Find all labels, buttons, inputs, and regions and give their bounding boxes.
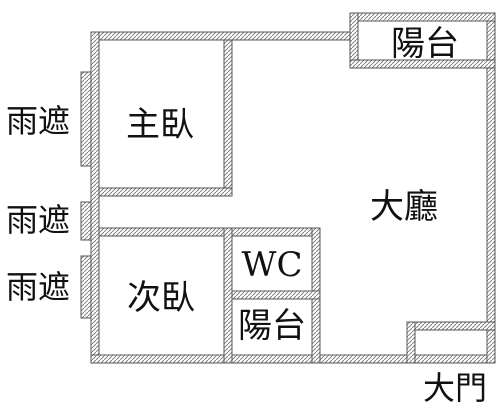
canopy-3-shape — [80, 255, 92, 319]
living-room-label: 大廳 — [370, 187, 438, 227]
canopy-1-shape — [80, 71, 92, 167]
wc-wall-bottom — [231, 290, 321, 300]
outer-wall-bottom — [90, 354, 496, 364]
balcony-small-label: 陽台 — [238, 306, 306, 346]
balcony-top-wall-top — [349, 12, 496, 22]
canopy-2-shape — [80, 201, 92, 241]
master-bedroom-label: 主臥 — [126, 105, 194, 145]
balcony-top-label: 陽台 — [391, 24, 459, 64]
master-bedroom-wall-bottom — [98, 187, 233, 197]
canopy-3-label: 雨遮 — [6, 268, 70, 306]
canopy-1-label: 雨遮 — [6, 102, 70, 140]
door-wall-left — [406, 321, 416, 364]
canopy-2-label: 雨遮 — [6, 201, 70, 239]
outer-wall-left — [90, 31, 100, 364]
second-bedroom-wall-right — [223, 227, 233, 364]
main-door-label: 大門 — [423, 369, 487, 407]
corridor-wall — [98, 227, 321, 237]
wc-label: WC — [242, 245, 303, 285]
second-bedroom-label: 次臥 — [127, 278, 195, 318]
master-bedroom-wall-right — [223, 39, 233, 197]
outer-wall-top — [90, 31, 351, 41]
door-wall-top — [406, 321, 496, 331]
balcony-top-wall-bottom — [349, 59, 496, 69]
